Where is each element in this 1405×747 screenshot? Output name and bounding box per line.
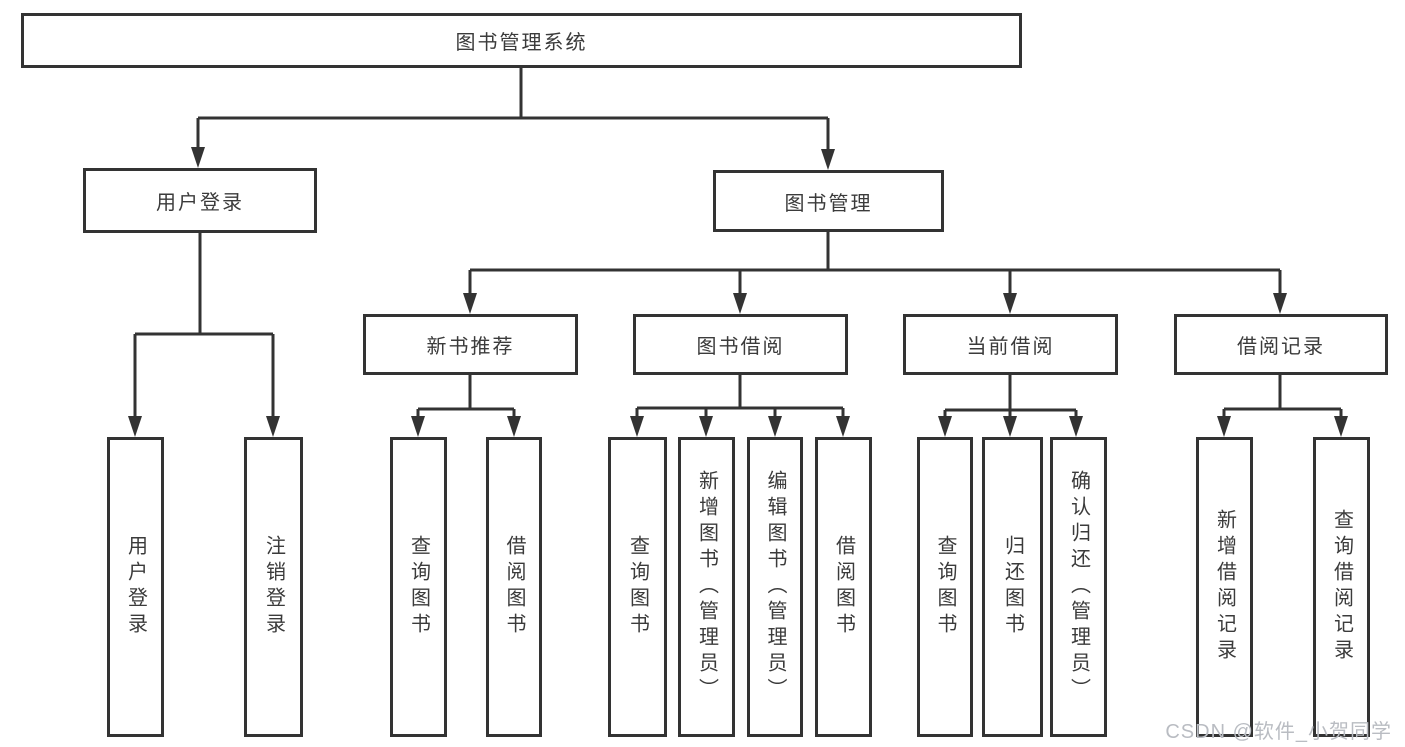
node-library-management-system: 图书管理系统 (21, 13, 1022, 68)
leaf-label: 查询图书 (407, 535, 430, 639)
leaf-borrow-books-recommend: 借阅图书 (486, 437, 542, 737)
node-book-borrowing: 图书借阅 (633, 314, 848, 375)
node-label: 图书借阅 (696, 336, 785, 358)
node-label: 图书管理系统 (455, 32, 588, 54)
node-label: 新书推荐 (426, 336, 515, 358)
leaf-logout: 注销登录 (244, 437, 303, 737)
leaf-label: 查询图书 (626, 535, 649, 639)
leaf-return-books: 归还图书 (982, 437, 1043, 737)
leaf-label: 注销登录 (262, 535, 285, 639)
leaf-label: 借阅图书 (832, 535, 855, 639)
leaf-confirm-return-admin: 确认归还（管理员） (1050, 437, 1107, 737)
leaf-label: 新增借阅记录 (1213, 509, 1236, 665)
leaf-user-login: 用户登录 (107, 437, 164, 737)
leaf-label: 编辑图书（管理员） (764, 470, 786, 704)
leaf-query-borrow-record: 查询借阅记录 (1313, 437, 1370, 737)
leaf-label: 查询图书 (934, 535, 956, 639)
node-label: 图书管理 (784, 192, 873, 215)
leaf-add-books-admin: 新增图书（管理员） (678, 437, 735, 737)
leaf-label: 确认归还（管理员） (1067, 470, 1090, 704)
leaf-query-books-recommend: 查询图书 (390, 437, 447, 737)
node-label: 用户登录 (156, 192, 244, 214)
node-new-book-recommendation: 新书推荐 (363, 314, 578, 375)
watermark: CSDN @软件_小贺同学 (1165, 721, 1392, 743)
node-book-management: 图书管理 (713, 170, 944, 232)
leaf-query-books-borrow: 查询图书 (608, 437, 667, 737)
leaf-edit-books-admin: 编辑图书（管理员） (747, 437, 803, 737)
node-borrowing-records: 借阅记录 (1174, 314, 1388, 375)
leaf-label: 查询借阅记录 (1330, 509, 1353, 665)
leaf-label: 新增图书（管理员） (695, 470, 718, 704)
leaf-add-borrow-record: 新增借阅记录 (1196, 437, 1253, 737)
node-label: 当前借阅 (966, 336, 1055, 358)
leaf-label: 归还图书 (1001, 535, 1024, 639)
node-label: 借阅记录 (1237, 336, 1325, 358)
leaf-label: 用户登录 (124, 535, 147, 639)
leaf-label: 借阅图书 (503, 535, 525, 639)
leaf-query-books-current: 查询图书 (917, 437, 973, 737)
leaf-borrow-books: 借阅图书 (815, 437, 872, 737)
node-user-login: 用户登录 (83, 168, 317, 233)
node-current-borrowing: 当前借阅 (903, 314, 1118, 375)
